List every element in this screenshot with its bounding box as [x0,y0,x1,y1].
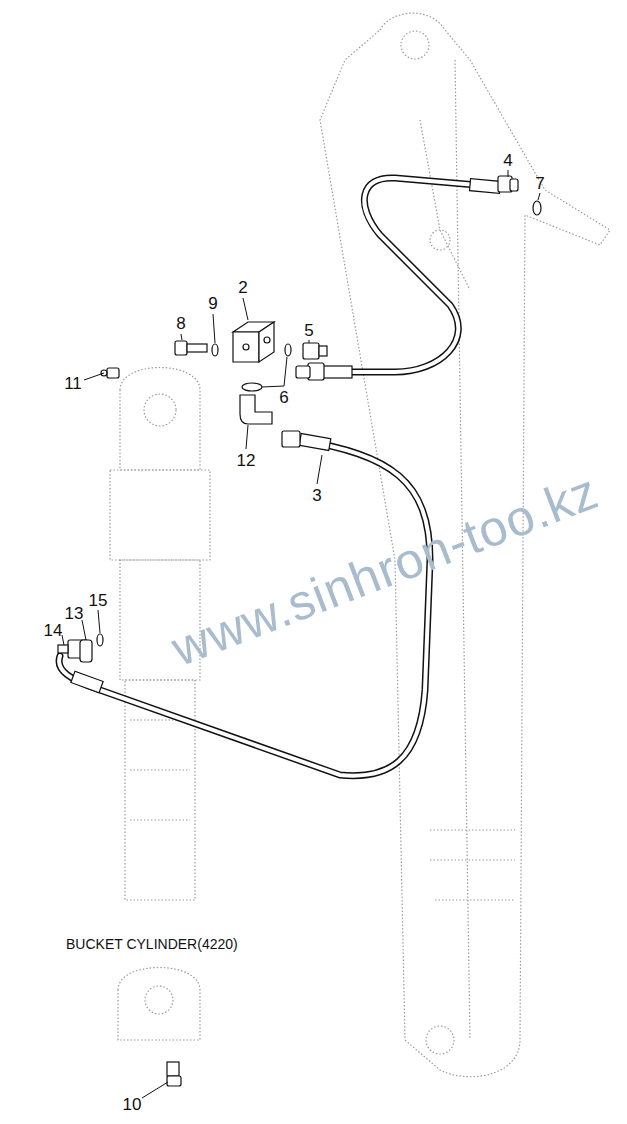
callout-number: 14 [44,622,63,639]
callout-number: 13 [65,605,84,622]
callout-number: 10 [123,1096,142,1113]
callout-number: 4 [503,152,512,169]
callout-number: 8 [176,315,185,332]
callout-number: 5 [304,322,313,339]
callout-number: 9 [208,295,217,312]
hoses [59,178,488,776]
callout-number: 7 [535,175,544,192]
callout-number: 12 [237,452,256,469]
callout-number: 3 [312,487,321,504]
callout-number: 15 [89,592,108,609]
assembly-caption: BUCKET CYLINDER(4220) [66,937,238,951]
callout-number: 11 [64,375,82,392]
callout-number: 6 [279,389,288,406]
callout-number: 2 [238,279,247,296]
leader-lines [62,170,540,1098]
small-parts [58,201,541,1086]
watermark: www.sinhron-too.kz [165,466,604,674]
